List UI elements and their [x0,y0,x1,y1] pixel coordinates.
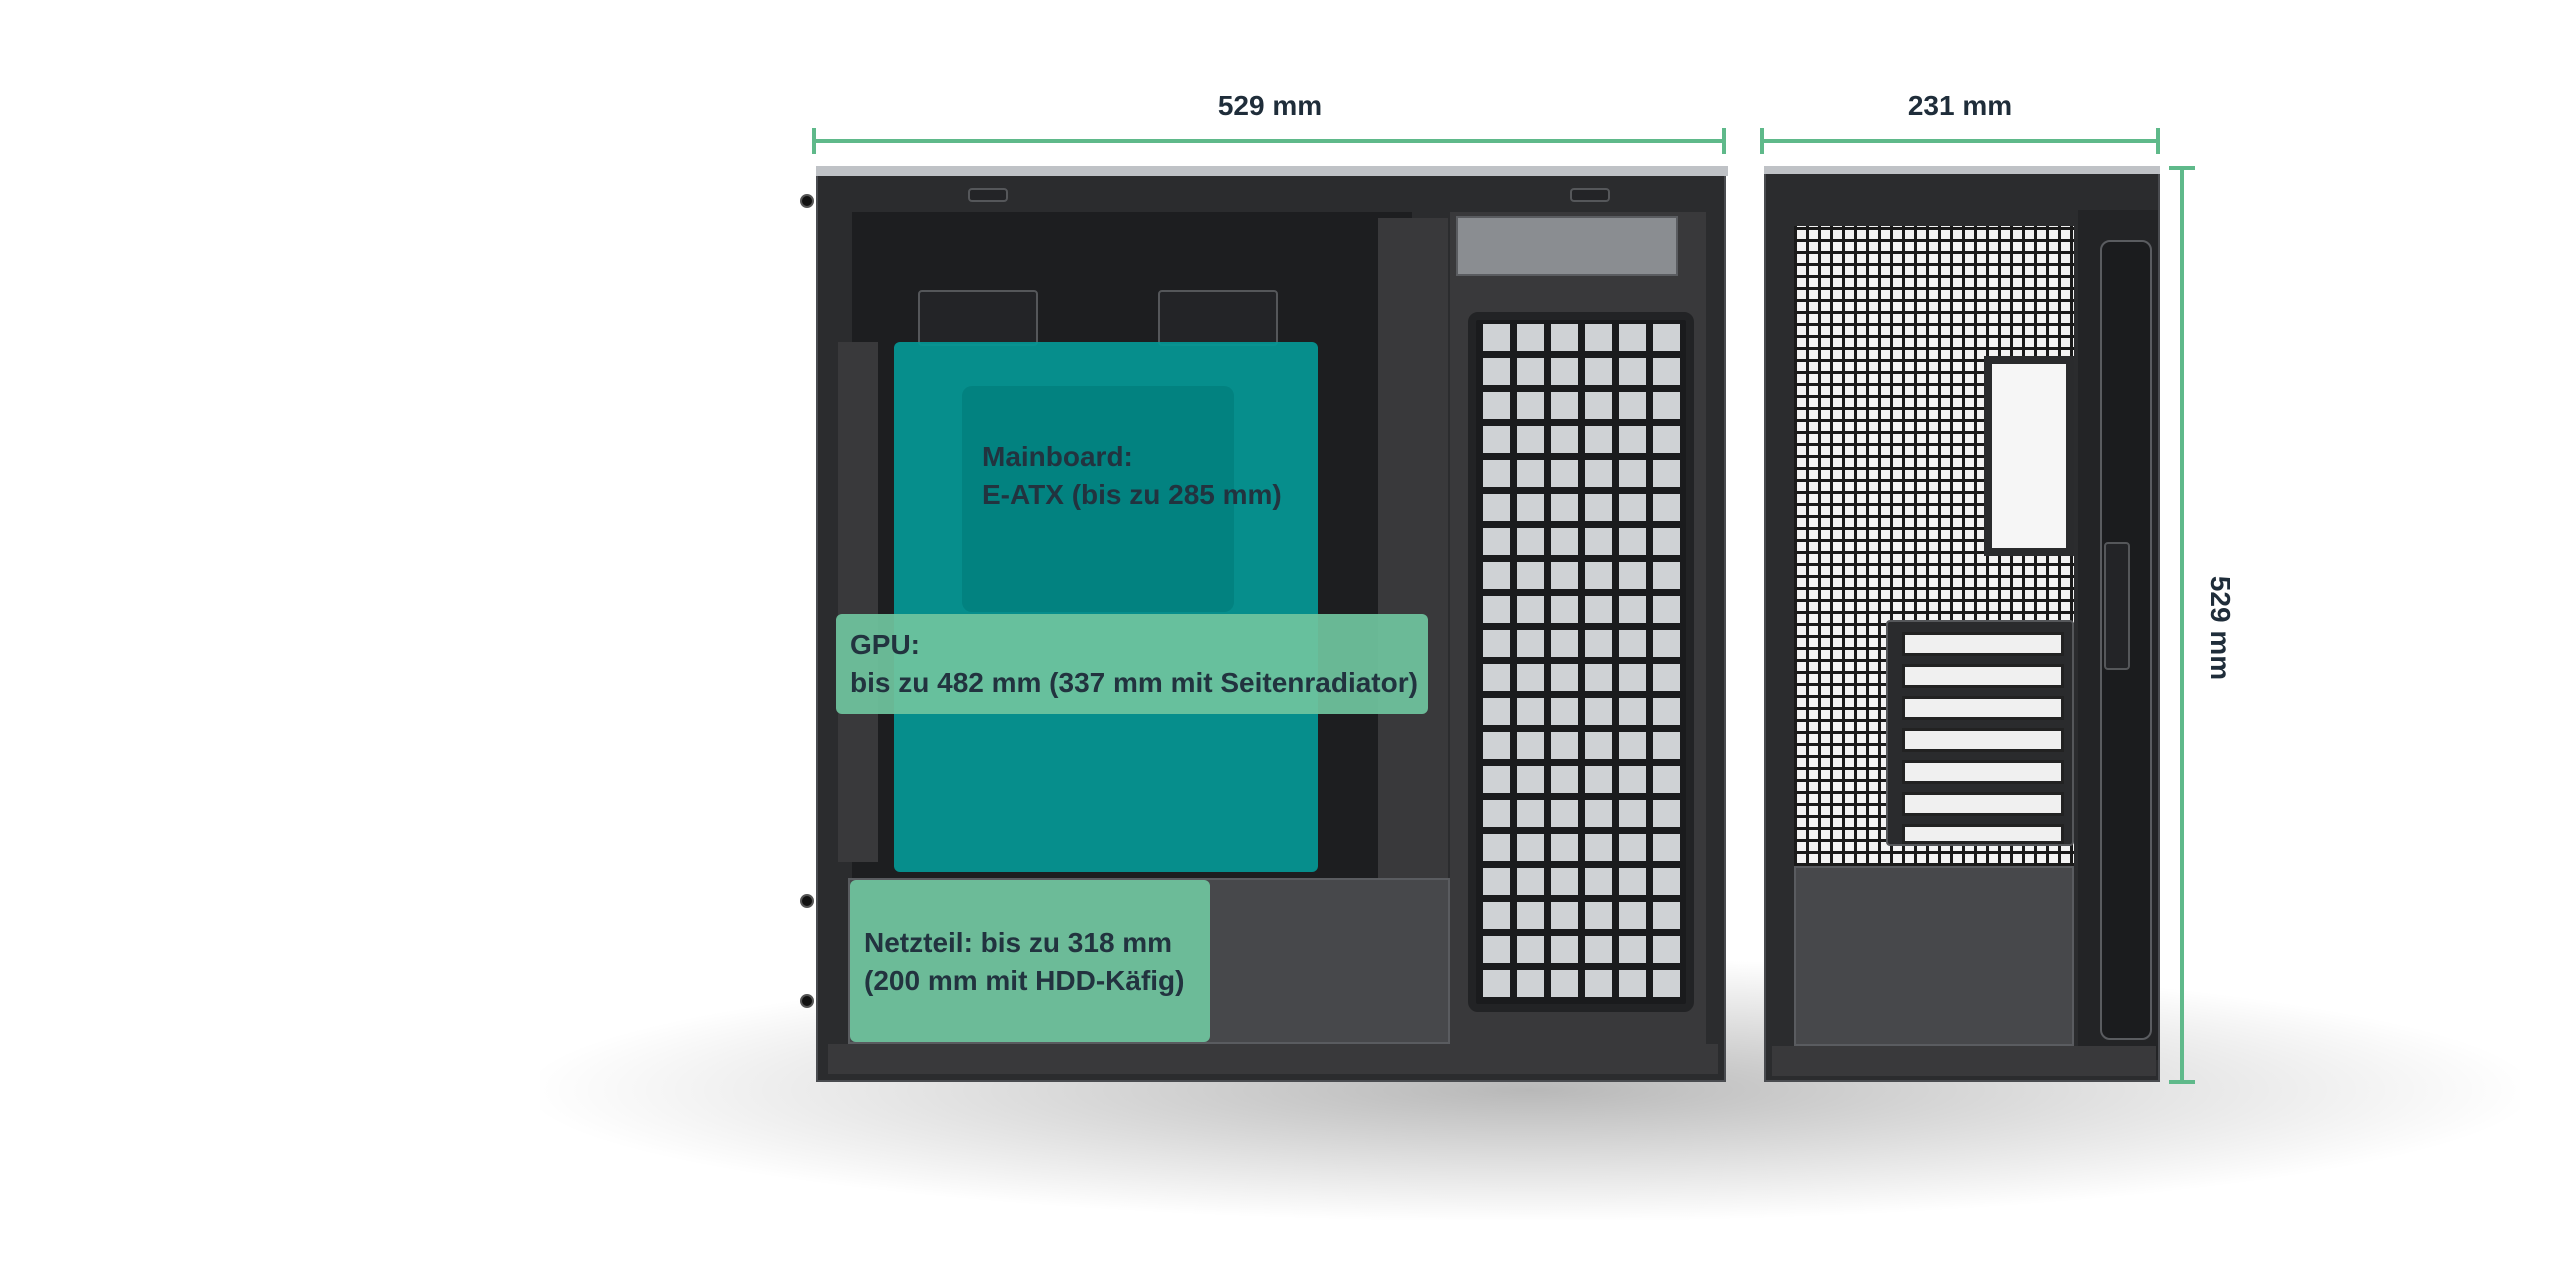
pci-slot [1902,824,2064,844]
psu-overlay [850,880,1210,1042]
pci-slot [1902,632,2064,656]
top-fan-mount-right [1158,290,1278,346]
mainboard-overlay-label: Mainboard: E-ATX (bis zu 285 mm) [982,438,1282,514]
case-top-panel [816,166,1728,176]
case-front-view [1764,166,2160,1082]
mainboard-overlay-inner [962,386,1234,612]
pci-slot [1902,792,2064,816]
panel-latch [2104,542,2130,670]
screw-icon [800,994,814,1008]
front-fan-mesh [1468,312,1694,1012]
screw-icon [800,194,814,208]
mainboard-label-spec: E-ATX (bis zu 285 mm) [982,479,1282,510]
psu-label-title: Netzteil: bis zu 318 mm [864,927,1173,958]
divider-panel [1378,218,1448,884]
screw-icon [800,894,814,908]
mainboard-label-title: Mainboard: [982,441,1133,472]
gpu-overlay [836,614,1428,714]
pci-slot [1902,696,2064,720]
pci-slot [1902,760,2064,784]
rear-io-rail [838,342,878,862]
gpu-label-title: GPU: [850,629,920,660]
pci-slot [1902,728,2064,752]
case-front-top [1764,166,2160,174]
front-cutout [1984,356,2074,556]
gpu-label-spec: bis zu 482 mm (337 mm mit Seitenradiator… [850,667,1418,698]
dimension-width-side-label: 231 mm [1907,90,2013,121]
top-clip-right [1570,188,1610,202]
front-psu [1794,866,2074,1046]
front-bottom-frame [1772,1046,2156,1076]
pci-slot [1902,664,2064,688]
dimension-width-main-label: 529 mm [1217,90,1323,121]
top-drive-bay [1456,216,1678,276]
psu-label-spec: (200 mm mit HDD-Käfig) [864,965,1185,996]
top-clip-left [968,188,1008,202]
top-fan-mount-left [918,290,1038,346]
dimension-height-label: 529 mm [2205,575,2236,681]
psu-overlay-label: Netzteil: bis zu 318 mm (200 mm mit HDD-… [864,924,1184,1000]
gpu-overlay-label: GPU: bis zu 482 mm (337 mm mit Seitenrad… [850,626,1418,702]
case-bottom-frame [828,1044,1718,1074]
